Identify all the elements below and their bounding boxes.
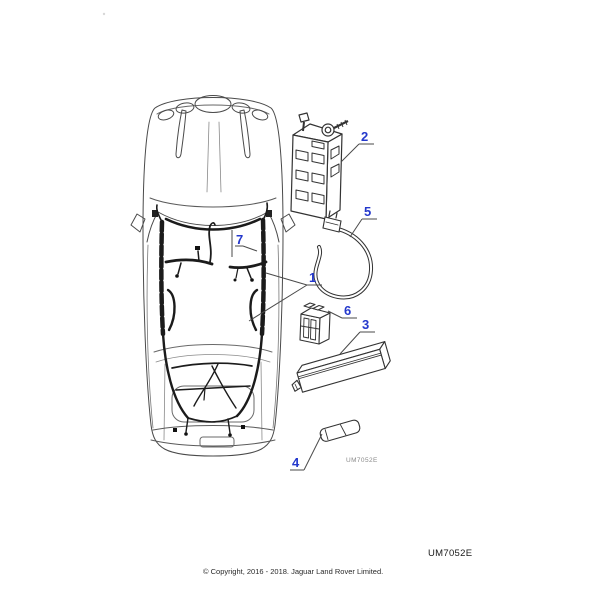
diagram-code: UM7052E bbox=[346, 457, 378, 464]
mirror-left bbox=[130, 213, 146, 233]
part-2-fusebox bbox=[290, 112, 349, 220]
grille-oval bbox=[194, 95, 232, 113]
scan-speck bbox=[102, 12, 106, 16]
callout-3: 3 bbox=[362, 317, 370, 332]
mirror-right bbox=[280, 213, 296, 233]
footer-drawing-code: UM7052E bbox=[428, 548, 473, 559]
callout-4: 4 bbox=[292, 455, 300, 470]
car-top-view-illustration bbox=[130, 95, 296, 457]
copyright-notice: © Copyright, 2016 - 2018. Jaguar Land Ro… bbox=[203, 567, 384, 576]
car-body-outline bbox=[142, 97, 284, 457]
part-6-relay-module bbox=[299, 302, 331, 345]
headlamp-right-outer bbox=[251, 109, 269, 121]
callout-5: 5 bbox=[364, 204, 372, 219]
cabin-wiring-harness bbox=[155, 202, 269, 437]
callout-1: 1 bbox=[309, 270, 317, 285]
callout-2: 2 bbox=[361, 129, 369, 144]
callout-leader-lines bbox=[231, 143, 377, 471]
part-5-cable bbox=[313, 210, 374, 300]
callout-7: 7 bbox=[236, 232, 244, 247]
headlamp-left-outer bbox=[157, 109, 175, 121]
callout-6: 6 bbox=[344, 303, 352, 318]
part-4-sleeve bbox=[319, 419, 361, 442]
part-3-flat-box bbox=[291, 341, 391, 393]
